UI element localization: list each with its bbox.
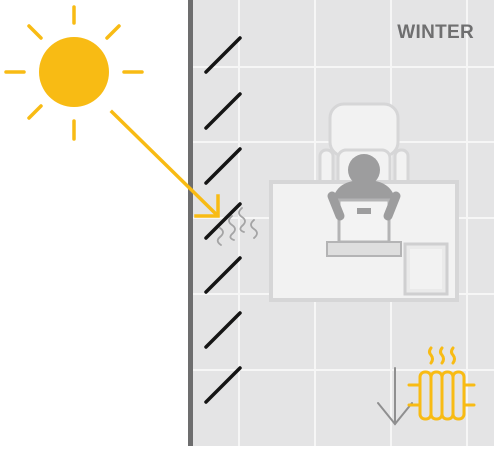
chair-icon [318,102,410,198]
down-arrow-icon [377,367,413,426]
sunlight-arrow-icon [109,109,220,218]
window-blinds-icon [204,36,242,404]
season-label: WINTER [397,22,474,43]
sun-icon [4,5,144,141]
radiator-icon [407,346,476,421]
heat-waves-icon [216,207,258,246]
exterior-wall [188,0,193,446]
person-at-desk-icon [326,154,402,257]
